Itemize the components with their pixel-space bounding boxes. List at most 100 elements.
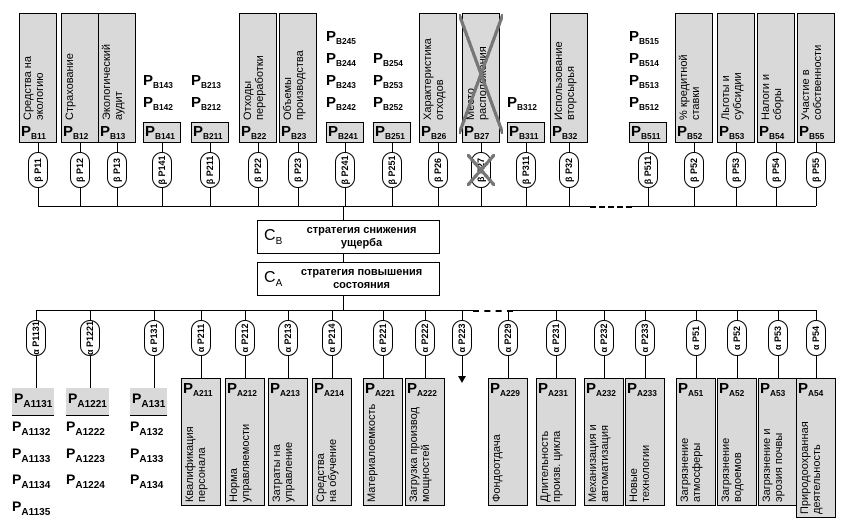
oval-to-box-line: [556, 356, 557, 378]
beta-oval-p26: β P26: [428, 152, 448, 188]
bus-to-oval-line: [508, 310, 509, 320]
stack-item: PB143: [143, 72, 173, 90]
oval-to-list-line: [36, 356, 37, 392]
p-symbol: PB241: [328, 123, 358, 141]
stack-item: PB513: [629, 72, 659, 90]
bottom-bus-line: [36, 310, 473, 311]
factor-symbol: PB26: [421, 123, 446, 141]
beta-oval-p52-label: β P52: [689, 157, 699, 183]
p-symbol: PB213: [191, 72, 221, 90]
strategy-symbol: CB: [264, 227, 283, 248]
box-to-oval-line: [816, 143, 817, 152]
bottom-bus-dashed: [473, 310, 513, 312]
beta-oval-p32: β P32: [559, 152, 579, 188]
bottom-bus-line-right: [513, 310, 817, 311]
p-symbol: PB511: [631, 123, 661, 141]
alpha-oval-p232: α P232: [594, 320, 614, 356]
indicator-text: Природоохранная деятельность: [799, 421, 823, 514]
p-symbol: PA221: [365, 380, 395, 398]
alpha-oval-p52-label: α P52: [732, 325, 742, 351]
bus-to-center-line: [343, 206, 344, 220]
box-to-oval-line: [694, 143, 695, 152]
alpha-oval-p221: α P221: [373, 320, 393, 356]
stack-item: PB212: [191, 94, 221, 112]
factor-symbol: PB23: [281, 123, 306, 141]
factor-symbol: PB53: [719, 123, 744, 141]
p-symbol: PB143: [143, 72, 173, 90]
alpha-oval-p233-label: α P233: [640, 323, 650, 353]
bus-to-oval-line: [245, 310, 246, 320]
beta-oval-p13-label: β P13: [112, 157, 122, 183]
oval-to-bus-line: [776, 188, 777, 206]
oval-to-bus-line: [438, 188, 439, 206]
oval-to-list-line: [90, 356, 91, 392]
list-item: PA1132: [12, 417, 51, 438]
p-symbol: PB13: [100, 123, 126, 141]
stack-item: PB514: [629, 50, 659, 68]
alpha-oval-p211-label: α P211: [196, 323, 206, 353]
p-symbol: PB514: [629, 50, 659, 68]
stack-base-b211: PB211: [191, 122, 229, 143]
indicator-symbol: PA211: [183, 380, 212, 398]
p-symbol: PB244: [326, 50, 356, 68]
alpha-oval-p214-label: α P214: [327, 323, 337, 353]
top-bus-line-right: [632, 206, 816, 207]
oval-to-box-line: [425, 356, 426, 378]
p-symbol: PA54: [798, 380, 824, 398]
beta-oval-p11-label: β P11: [33, 158, 43, 182]
alpha-oval-p213-label: α P213: [283, 323, 293, 353]
oval-to-box-line: [737, 356, 738, 378]
top-bus-dashed: [590, 206, 632, 208]
factor-symbol: PB22: [241, 123, 266, 141]
oval-to-box-line: [645, 356, 646, 378]
list-item: PA1223: [66, 444, 105, 465]
factor-text: % кредитной ставки: [678, 54, 702, 120]
stack-item: PB244: [326, 50, 356, 68]
oval-to-bus-line: [345, 188, 346, 206]
alpha-oval-p52: α P52: [727, 320, 747, 356]
bus-to-oval-line: [816, 310, 817, 320]
beta-oval-p251-label: β P251: [387, 155, 397, 185]
oval-to-bus-line: [80, 188, 81, 206]
box-to-oval-line: [298, 143, 299, 152]
p-symbol: PA222: [407, 380, 437, 398]
alpha-oval-p232-label: α P232: [599, 323, 609, 353]
beta-oval-p211-label: β P211: [205, 155, 215, 185]
alpha-oval-p229-label: α P229: [503, 323, 513, 353]
p-symbol: PB11: [21, 123, 46, 141]
p-symbol: PB512: [629, 94, 659, 112]
oval-to-box-line: [816, 356, 817, 378]
beta-oval-p22-label: β P22: [253, 157, 263, 183]
p-symbol: PA51: [678, 380, 704, 398]
bus-to-oval-line: [737, 310, 738, 320]
stack-symbol: PB511: [631, 123, 660, 141]
beta-oval-p511: β P511: [638, 152, 658, 188]
p-symbol: PB142: [143, 94, 173, 112]
stack-item: PB515: [629, 28, 659, 46]
p-symbol: PB252: [373, 94, 403, 112]
indicator-text: Материалоемкость: [366, 403, 378, 502]
indicator-text: Загрязнение и эрозия почвы: [761, 428, 785, 503]
factor-text: Льготы и субсидии: [720, 72, 744, 120]
p-symbol: PA211: [183, 380, 213, 398]
stack-item: PB243: [326, 72, 356, 90]
beta-oval-p141: β P141: [152, 152, 172, 188]
p-symbol: PB32: [552, 123, 578, 141]
p-symbol: PA233: [627, 380, 657, 398]
factor-text: Использование вторсырья: [553, 41, 577, 120]
arrow-shaft: [462, 356, 463, 378]
beta-oval-p311: β P311: [516, 152, 536, 188]
box-to-oval-line: [438, 143, 439, 152]
factor-symbol: PB12: [63, 123, 88, 141]
beta-oval-p241: β P241: [335, 152, 355, 188]
factor-text: Экологический аудит: [101, 44, 125, 120]
p-symbol: PB243: [326, 72, 356, 90]
